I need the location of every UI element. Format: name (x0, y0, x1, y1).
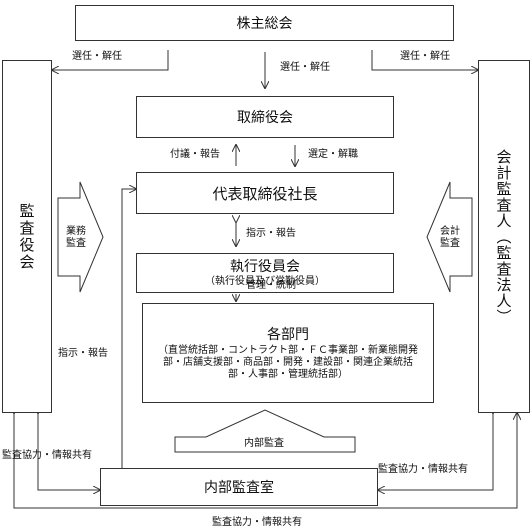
coop-right-line (378, 413, 493, 490)
elect-dismiss-left-label: 選任・解任 (72, 51, 122, 62)
accounting-audit-arrow (426, 181, 473, 293)
audit-board-label: 監査役会 (17, 202, 36, 271)
instruct-report-left-label: 指示・報告 (58, 348, 108, 359)
coop-share-left-label: 監査協力・情報共有 (2, 450, 92, 461)
accounting-audit-label: 会計監査 (440, 226, 460, 249)
departments-label: 各部門 (267, 327, 309, 343)
internal-audit-arrow (174, 409, 356, 453)
president-label: 代表取締役社長 (212, 184, 318, 203)
exec-committee-label: 執行役員会 (230, 258, 300, 275)
audit-board-box: 監査役会 (2, 60, 52, 413)
board-label: 取締役会 (237, 110, 293, 126)
refer-report-label: 付議・報告 (170, 149, 220, 160)
instruct-report-center-label: 指示・報告 (246, 228, 296, 239)
accounting-auditor-label: 会計監査人（監査法人） (494, 148, 513, 325)
manage-control-label: 管理・統制 (246, 280, 296, 291)
internal-audit-report-line (121, 189, 136, 468)
elect-arrow-audit-board (52, 50, 169, 70)
president-box: 代表取締役社長 (136, 172, 394, 214)
exec-committee-sublabel: （執行役員及び常勤役員） (205, 275, 325, 287)
departments-sublabel: （直営統括部・コントラクト部・ＦＣ事業部・新業態開発部・店舗支援部・商品部・開発… (158, 345, 418, 380)
select-dismiss-label: 選定・解職 (308, 149, 358, 160)
departments-box: 各部門 （直営統括部・コントラクト部・ＦＣ事業部・新業態開発部・店舗支援部・商品… (142, 303, 434, 403)
internal-audit-office-box: 内部監査室 (100, 468, 378, 506)
elect-arrow-accounting-auditor (371, 50, 478, 70)
shareholders-meeting-label: 株主総会 (236, 16, 293, 32)
business-audit-label: 業務監査 (66, 226, 86, 249)
coop-left-line (38, 413, 100, 490)
business-audit-arrow (57, 181, 104, 293)
coop-share-bottom-label: 監査協力・情報共有 (212, 517, 302, 528)
exec-committee-box: 執行役員会 （執行役員及び常勤役員） (136, 253, 394, 293)
shareholders-meeting-box: 株主総会 (75, 5, 454, 41)
internal-audit-office-label: 内部監査室 (204, 480, 274, 496)
internal-audit-label: 内部監査 (244, 438, 284, 449)
elect-dismiss-center-label: 選任・解任 (280, 62, 330, 73)
board-box: 取締役会 (136, 96, 394, 138)
elect-dismiss-right-label: 選任・解任 (400, 51, 450, 62)
coop-bottom-line (14, 413, 517, 509)
coop-share-right-label: 監査協力・情報共有 (378, 464, 468, 475)
accounting-auditor-box: 会計監査人（監査法人） (478, 60, 530, 413)
